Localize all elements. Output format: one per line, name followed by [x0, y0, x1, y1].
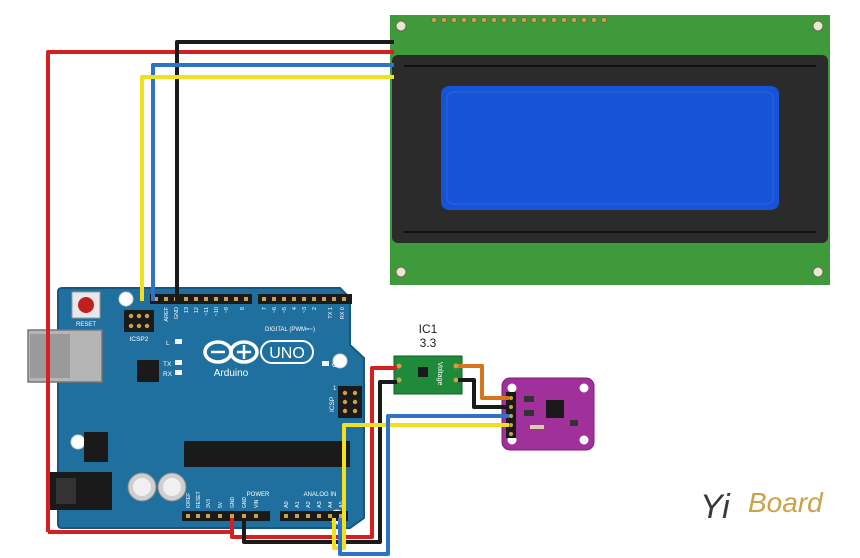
power-pin-gnd1: GND — [230, 497, 236, 509]
analog-pin-a1: A1 — [295, 501, 301, 508]
voltage-regulator-ic1: IC1 3.3 Voltage — [393, 322, 463, 395]
regulator-chip — [84, 432, 108, 462]
pin-label-9: ~9 — [224, 307, 230, 313]
watermark-yi: Yi — [700, 488, 731, 526]
power-label: POWER — [247, 492, 270, 498]
pin-label-13: 13 — [184, 307, 190, 313]
pin-label-12: 12 — [194, 307, 200, 313]
power-pin-vin: VIN — [254, 499, 260, 508]
reset-label: RESET — [76, 322, 96, 328]
digital-label: DIGITAL (PWM=~) — [265, 327, 315, 333]
icsp2-header — [124, 310, 154, 332]
analog-pin-a4: A4 — [328, 501, 334, 508]
icsp-pin1-label: 1 — [333, 386, 337, 392]
pin-label-10: ~10 — [214, 307, 220, 316]
arduino-infinity-logo — [203, 340, 259, 364]
pin-label-rx: RX 0 — [340, 307, 346, 319]
analog-label: ANALOG IN — [304, 492, 337, 498]
wire-yellow-lcd-sda — [140, 75, 394, 301]
ic1-value: 3.3 — [420, 336, 437, 350]
led-rx-label: RX — [163, 371, 173, 378]
digital-header — [150, 294, 352, 304]
ic1-name: IC1 — [419, 322, 438, 336]
lcd-screen — [441, 86, 779, 210]
led-tx-label: TX — [163, 361, 172, 368]
pin-label-3: ~3 — [302, 307, 308, 313]
lcd-mounting-holes — [395, 20, 824, 278]
power-pin-ioref: IOREF — [186, 493, 192, 508]
icsp-header — [338, 386, 362, 418]
regulator-pcb — [393, 355, 463, 395]
analog-pin-a3: A3 — [317, 501, 323, 508]
analog-header — [280, 511, 348, 521]
wire-orange-vout — [458, 364, 509, 400]
atmega-chip — [184, 441, 350, 467]
arduino-pcb — [57, 287, 365, 529]
lcd-header-pins — [431, 17, 607, 23]
power-header — [182, 511, 270, 521]
sensor-module — [501, 377, 595, 451]
wires — [46, 40, 509, 556]
wire-black-gnd — [242, 380, 397, 544]
arduino-uno-board: RESET ICSP2 A — [27, 287, 365, 529]
uno-badge — [260, 340, 314, 364]
arduino-brand: Arduino — [214, 368, 249, 379]
pin-label-8: 8 — [240, 307, 246, 310]
capacitors — [127, 472, 187, 502]
power-pin-5v: 5V — [218, 501, 224, 508]
yiboard-watermark: Yi Board — [700, 487, 824, 526]
on-label: ON — [332, 362, 342, 369]
wire-red-regulator-in — [230, 366, 397, 539]
pin-label-6: ~6 — [272, 307, 278, 313]
wire-black-lcd-gnd — [175, 40, 394, 301]
wire-red-lcd-vcc — [46, 50, 394, 532]
usb-chip — [137, 360, 159, 382]
icsp2-label: ICSP2 — [130, 336, 149, 343]
icsp-label: ICSP — [329, 397, 336, 412]
analog-pin-a0: A0 — [284, 501, 290, 508]
wire-blue-a5-scl — [338, 414, 509, 556]
analog-pin-a2: A2 — [306, 501, 312, 508]
sensor-chip — [546, 400, 564, 418]
pin-label-4: 4 — [292, 307, 298, 310]
wire-black-sensor-gnd — [458, 378, 509, 409]
watermark-board: Board — [748, 487, 824, 518]
pin-label-aref: AREF — [164, 306, 170, 321]
pin-label-7: 7 — [262, 307, 268, 310]
uno-label: UNO — [269, 345, 305, 362]
power-pin-gnd2: GND — [242, 497, 248, 509]
pin-label-2: 2 — [312, 307, 318, 310]
pin-label-gnd: GND — [174, 307, 180, 319]
wire-yellow-a4-sda — [332, 423, 509, 550]
pin-label-tx: TX 1 — [328, 307, 334, 319]
power-pin-3v3: 3V3 — [206, 499, 212, 508]
lcd-module — [390, 15, 830, 285]
led-l-label: L — [166, 340, 170, 347]
pin-label-11: ~11 — [204, 307, 210, 316]
regulator-label: Voltage — [436, 362, 443, 385]
reset-button — [71, 291, 101, 319]
wire-blue-lcd-scl — [151, 63, 394, 301]
power-pin-reset: RESET — [196, 491, 202, 508]
pin-label-5: ~5 — [282, 307, 288, 313]
